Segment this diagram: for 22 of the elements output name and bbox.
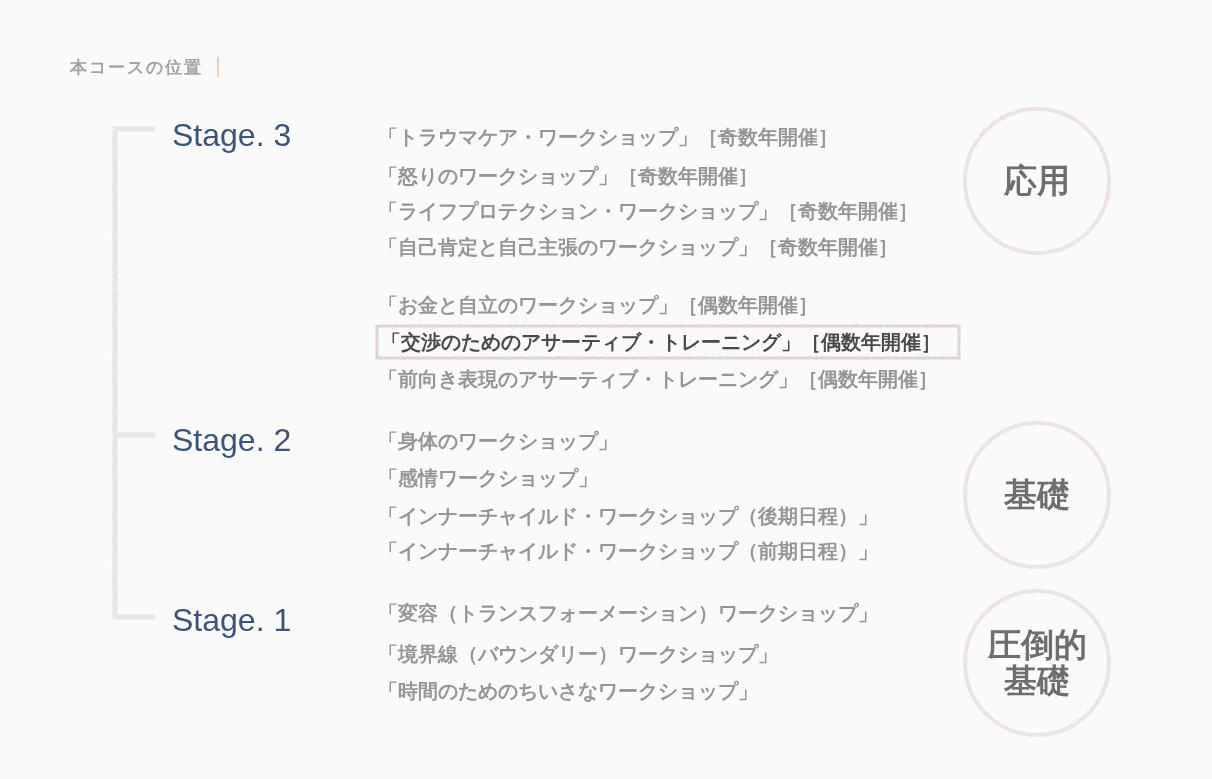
stage-label: Stage. 3	[172, 116, 292, 154]
circle-label: 基礎	[1003, 476, 1071, 514]
circle-label: 圧倒的基礎	[986, 626, 1088, 700]
workshop-item: 「お金と自立のワークショップ」［偶数年開催］	[378, 292, 818, 318]
stage-label: Stage. 2	[172, 421, 292, 459]
workshop-item: 「身体のワークショップ」	[378, 428, 618, 454]
workshop-item: 「境界線（バウンダリー）ワークショップ」	[378, 641, 778, 667]
workshop-item: 「前向き表現のアサーティブ・トレーニング」［偶数年開催］	[378, 366, 938, 392]
workshop-item: 「トラウマケア・ワークショップ」［奇数年開催］	[378, 124, 838, 150]
workshop-item: 「交渉のためのアサーティブ・トレーニング」［偶数年開催］	[381, 329, 941, 355]
workshop-item: 「怒りのワークショップ」［奇数年開催］	[378, 163, 758, 189]
highlight-box	[375, 324, 961, 360]
stage-label: Stage. 1	[172, 601, 292, 639]
workshop-item: 「感情ワークショップ」	[378, 465, 598, 491]
workshop-item: 「インナーチャイルド・ワークショップ（後期日程）」	[378, 503, 878, 529]
diagram-title: 本コースの位置	[70, 56, 203, 79]
circle-label: 応用	[1003, 162, 1071, 200]
workshop-item: 「自己肯定と自己主張のワークショップ」［奇数年開催］	[378, 234, 898, 260]
workshop-item: 「インナーチャイルド・ワークショップ（前期日程）」	[378, 538, 878, 564]
workshop-item: 「ライフプロテクション・ワークショップ」［奇数年開催］	[378, 198, 918, 224]
workshop-item: 「時間のためのちいさなワークショップ」	[378, 678, 758, 704]
workshop-item: 「変容（トランスフォーメーション）ワークショップ」	[378, 600, 878, 626]
